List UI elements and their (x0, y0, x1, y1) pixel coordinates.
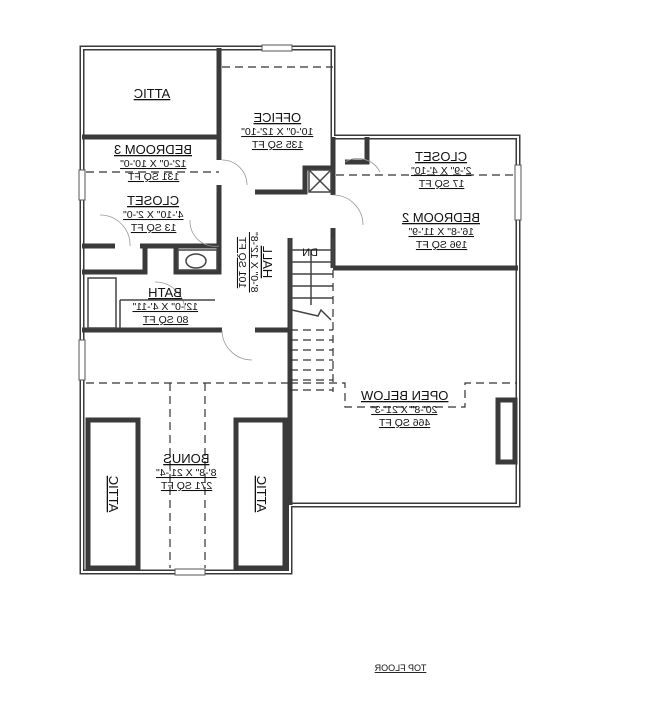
label-bonus: BONUS 8'-8" X 21'-4" 271 SQ FT (156, 451, 217, 492)
label-bedroom-2: BEDROOM 2 16'-8" X 11'-9" 196 SQ FT (402, 210, 480, 251)
svg-text:BONUS: BONUS (163, 451, 210, 466)
label-attic-left: ATTIC (106, 476, 121, 513)
door-swings (99, 158, 381, 361)
exterior-walls (79, 45, 521, 575)
svg-text:131 SQ FT: 131 SQ FT (127, 171, 179, 183)
svg-text:135 SQ FT: 135 SQ FT (251, 139, 303, 151)
svg-text:BEDROOM 2: BEDROOM 2 (402, 210, 480, 225)
label-attic-top: ATTIC (134, 86, 171, 101)
label-bedroom-3: BEDROOM 3 12'-0" X 10'-0" 131 SQ FT (114, 142, 192, 183)
svg-text:4'-10" X 2'-0": 4'-10" X 2'-0" (123, 209, 184, 221)
ceiling-lines (86, 66, 516, 568)
label-hall: HALL 8'-0" X 12'-8" 101 SQ FT (236, 232, 275, 293)
svg-text:80 SQ FT: 80 SQ FT (142, 314, 188, 326)
svg-text:8'-0" X 12'-8": 8'-0" X 12'-8" (248, 232, 260, 293)
svg-text:12'-0" X 10'-0": 12'-0" X 10'-0" (120, 158, 187, 170)
label-attic-right: ATTIC (254, 476, 269, 513)
plan-title: TOP FLOOR (374, 663, 426, 673)
svg-text:HALL: HALL (260, 246, 275, 279)
svg-text:OPEN BELOW: OPEN BELOW (360, 388, 448, 403)
svg-text:20'-8" X 21'-3": 20'-8" X 21'-3" (371, 404, 438, 416)
svg-text:DN: DN (302, 247, 318, 259)
svg-text:ATTIC: ATTIC (106, 476, 121, 513)
svg-text:BATH: BATH (148, 285, 182, 300)
svg-text:CLOSET: CLOSET (127, 193, 179, 208)
label-closet-2: CLOSET 2'-9" X 4'-10" 17 SQ FT (411, 149, 472, 190)
svg-text:8'-8" X 21'-4": 8'-8" X 21'-4" (156, 467, 217, 479)
label-closet-3: CLOSET 4'-10" X 2'-0" 13 SQ FT (123, 193, 184, 234)
svg-text:TOP FLOOR: TOP FLOOR (374, 663, 426, 673)
svg-text:10'-0" X 12'-10": 10'-0" X 12'-10" (241, 126, 313, 138)
label-open-below: OPEN BELOW 20'-8" X 21'-3" 466 SQ FT (360, 388, 448, 429)
svg-text:466 SQ FT: 466 SQ FT (378, 417, 430, 429)
svg-text:2'-9" X 4'-10": 2'-9" X 4'-10" (411, 165, 472, 177)
label-office: OFFICE 10'-0" X 12'-10" 135 SQ FT (241, 110, 313, 151)
svg-text:17 SQ FT: 17 SQ FT (418, 178, 464, 190)
svg-text:13 SQ FT: 13 SQ FT (130, 222, 176, 234)
bath-fixtures (87, 249, 218, 329)
windows (78, 44, 522, 576)
stairs (289, 238, 334, 392)
svg-text:271 SQ FT: 271 SQ FT (160, 480, 212, 492)
svg-text:ATTIC: ATTIC (254, 476, 269, 513)
label-bath: BATH 12'-0" X 4'-11" 80 SQ FT (132, 285, 198, 326)
svg-text:ATTIC: ATTIC (134, 86, 171, 101)
svg-text:CLOSET: CLOSET (415, 149, 467, 164)
svg-text:101 SQ FT: 101 SQ FT (236, 236, 248, 288)
svg-text:BEDROOM 3: BEDROOM 3 (114, 142, 192, 157)
label-stairs-dn: DN (302, 247, 318, 259)
svg-text:OFFICE: OFFICE (253, 110, 301, 125)
svg-text:12'-0" X 4'-11": 12'-0" X 4'-11" (132, 301, 198, 313)
svg-text:196 SQ FT: 196 SQ FT (415, 239, 467, 251)
chase-x-box (308, 169, 332, 193)
svg-text:16'-8" X 11'-9": 16'-8" X 11'-9" (408, 226, 474, 238)
